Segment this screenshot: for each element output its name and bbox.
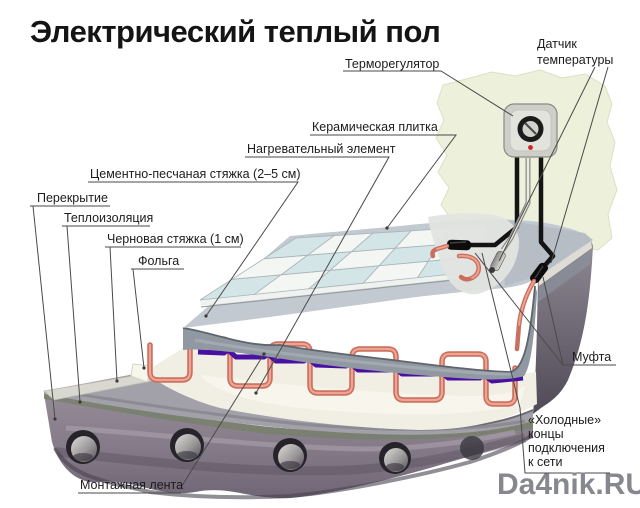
leader-mounting-tape bbox=[78, 353, 265, 494]
cold-end-wire-left bbox=[461, 155, 520, 248]
cable-stubs bbox=[430, 243, 537, 352]
thermostat-led bbox=[528, 145, 533, 150]
slab-olive-band bbox=[44, 394, 533, 440]
rough-screed-wave bbox=[69, 391, 526, 432]
leader-sensor-2 bbox=[550, 66, 609, 264]
leader-slab bbox=[30, 205, 110, 420]
thermostat-device bbox=[503, 103, 558, 158]
page-title: Электрический теплый пол bbox=[30, 14, 440, 49]
slab-bottom-edge bbox=[53, 434, 533, 500]
label-foil: Фольга bbox=[138, 254, 179, 268]
foil-highlight bbox=[200, 375, 525, 415]
label-insulation: Теплоизоляция bbox=[64, 211, 153, 225]
watermark: Da4nik.RU bbox=[497, 468, 640, 501]
leader-rough-screed bbox=[105, 246, 241, 382]
label-cold-ends-line2: концы bbox=[528, 427, 564, 441]
leader-cement-screed bbox=[88, 181, 299, 317]
screed-surface-corner-shade bbox=[500, 219, 592, 286]
side-face-top-strip bbox=[538, 240, 592, 286]
tile-thickness-underline bbox=[200, 277, 474, 308]
rough-screed-band bbox=[44, 372, 533, 435]
coupling-left bbox=[446, 239, 472, 251]
leader-lines bbox=[30, 66, 616, 494]
cold-end-wires bbox=[461, 155, 556, 274]
leader-heating-element bbox=[245, 156, 390, 394]
cement-screed-band-top-line bbox=[182, 285, 536, 373]
coupling-right bbox=[529, 262, 549, 284]
label-slab: Перекрытие bbox=[37, 191, 108, 205]
tile-thickness-edge bbox=[200, 272, 473, 306]
slab-hole-3 bbox=[273, 438, 307, 472]
label-mounting-tape: Монтажная лента bbox=[80, 478, 183, 492]
slab-hole-1 bbox=[66, 430, 100, 464]
label-heating-element: Нагревательный элемент bbox=[247, 142, 396, 156]
leader-thermostat bbox=[343, 70, 514, 117]
thermostat-knob-slot bbox=[524, 122, 537, 135]
leader-sensor-1 bbox=[498, 66, 596, 262]
label-cement-screed: Цементно-песчаная стяжка (2–5 см) bbox=[90, 167, 301, 181]
label-sensor-line1: Датчик bbox=[537, 37, 577, 51]
leader-ceramic-tile bbox=[310, 134, 457, 229]
slab-hole-2 bbox=[170, 428, 204, 462]
leader-insulation bbox=[62, 225, 150, 403]
label-rough-screed: Черновая стяжка (1 см) bbox=[107, 232, 244, 246]
label-cold-ends-line3: подключения bbox=[528, 441, 605, 455]
label-thermostat: Терморегулятор bbox=[345, 57, 439, 71]
label-coupling: Муфта bbox=[572, 350, 611, 364]
side-face-mid-band bbox=[538, 249, 592, 302]
label-cold-ends-line1: «Холодные» bbox=[528, 413, 601, 427]
slab-hole-5 bbox=[460, 436, 484, 460]
leader-coupling bbox=[474, 252, 616, 366]
cold-end-wire-right bbox=[537, 155, 556, 274]
label-sensor-line2: температуры bbox=[537, 53, 613, 67]
slab-hole-4 bbox=[379, 442, 411, 474]
foil-tip bbox=[130, 363, 153, 383]
wire-area-patch bbox=[428, 213, 520, 295]
leader-cold-ends bbox=[481, 252, 610, 474]
leader-foil bbox=[131, 268, 184, 369]
cement-screed-band-wave bbox=[194, 338, 513, 376]
label-ceramic-tile: Керамическая плитка bbox=[312, 120, 438, 134]
cement-screed-band bbox=[183, 286, 537, 380]
label-cold-ends-line4: к сети bbox=[528, 455, 562, 469]
